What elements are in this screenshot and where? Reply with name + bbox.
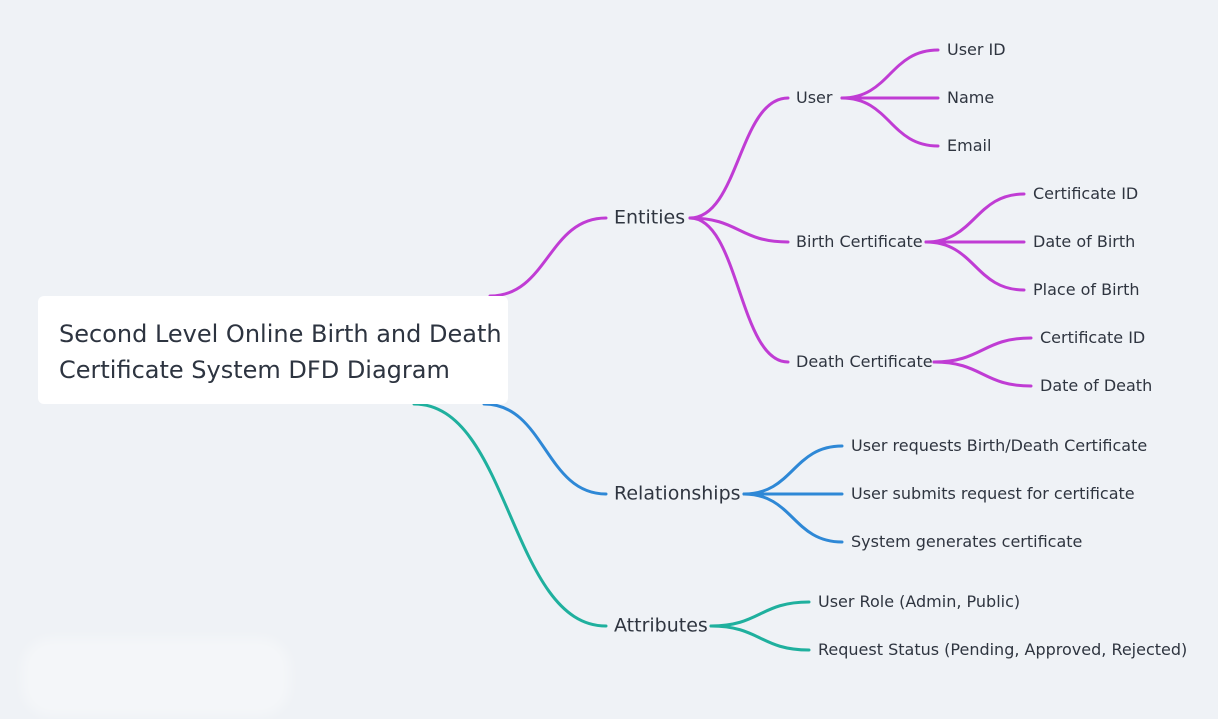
- node-entities[interactable]: Entities: [614, 206, 686, 229]
- connector-root-relationships: [482, 402, 608, 496]
- node-date-of-birth[interactable]: Date of Birth: [1033, 232, 1136, 251]
- connector-relationship-3: [742, 492, 844, 544]
- connector-relationship-1: [742, 444, 844, 496]
- node-attribute-2[interactable]: Request Status (Pending, Approved, Rejec…: [818, 640, 1188, 659]
- node-relationship-2[interactable]: User submits request for certificate: [851, 484, 1135, 503]
- node-attributes[interactable]: Attributes: [614, 614, 708, 637]
- connector-birth-place: [924, 240, 1026, 292]
- connector-attribute-2: [709, 624, 811, 652]
- connector-entities-death: [688, 216, 790, 364]
- node-relationship-3[interactable]: System generates certificate: [851, 532, 1083, 551]
- connector-attribute-1: [709, 600, 811, 628]
- connector-death-date: [932, 360, 1033, 388]
- connector-user-id: [840, 48, 940, 100]
- connector-death-id: [932, 336, 1033, 364]
- connector-birth-id: [924, 192, 1026, 244]
- connector-user-email: [840, 96, 940, 148]
- node-birth-certificate-id[interactable]: Certificate ID: [1033, 184, 1139, 203]
- node-birth-certificate[interactable]: Birth Certificate: [796, 232, 923, 251]
- connector-root-attributes: [412, 402, 608, 628]
- connector-entities-user: [688, 96, 790, 220]
- node-attribute-1[interactable]: User Role (Admin, Public): [818, 592, 1021, 611]
- node-relationships[interactable]: Relationships: [614, 482, 741, 505]
- node-death-certificate-id[interactable]: Certificate ID: [1040, 328, 1146, 347]
- node-relationship-1[interactable]: User requests Birth/Death Certificate: [851, 436, 1148, 455]
- node-user[interactable]: User: [796, 88, 833, 107]
- node-user-name[interactable]: Name: [947, 88, 995, 107]
- node-death-certificate[interactable]: Death Certificate: [796, 352, 933, 371]
- connector-entities-birth: [688, 216, 790, 244]
- root-title-line-2: Certificate System DFD Diagram: [59, 356, 450, 384]
- node-user-id[interactable]: User ID: [947, 40, 1006, 59]
- root-title-line-1: Second Level Online Birth and Death: [59, 320, 502, 348]
- node-user-email[interactable]: Email: [947, 136, 992, 155]
- connector-root-entities: [488, 216, 608, 298]
- node-date-of-death[interactable]: Date of Death: [1040, 376, 1153, 395]
- watermark: [22, 638, 290, 716]
- root-node[interactable]: Second Level Online Birth and Death Cert…: [38, 296, 508, 404]
- node-place-of-birth[interactable]: Place of Birth: [1033, 280, 1140, 299]
